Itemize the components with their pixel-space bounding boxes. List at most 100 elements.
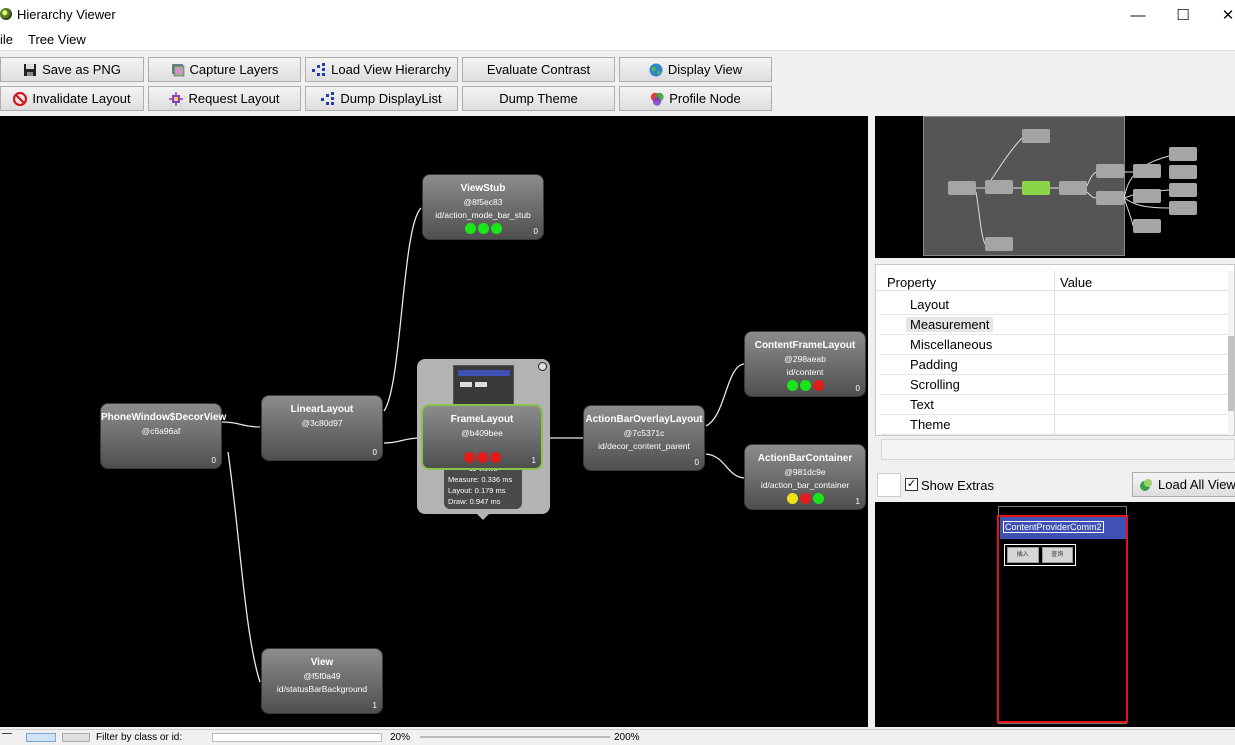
evaluate-contrast-button[interactable]: Evaluate Contrast [462, 57, 615, 82]
menu-tree-view[interactable]: Tree View [28, 32, 86, 47]
column-value[interactable]: Value [1060, 275, 1093, 290]
status-dot-measure [464, 223, 476, 234]
node-id: id/content [786, 367, 824, 377]
property-table[interactable]: Property Value Layout Measurement Miscel… [875, 264, 1235, 436]
maximize-button[interactable]: ☐ [1176, 7, 1190, 24]
node-title: ActionBarOverlayLayout [585, 414, 703, 425]
property-row-layout[interactable]: Layout [881, 295, 1231, 315]
layout-preview[interactable]: ContentProviderComm2 插入 查询 [875, 502, 1235, 727]
overview-node [985, 237, 1013, 251]
node-index: 0 [855, 384, 860, 393]
node-hash: @3c80d97 [301, 418, 343, 428]
load-all-views-button[interactable]: Load All View [1132, 472, 1235, 497]
property-label: Theme [910, 417, 951, 432]
node-id: id/action_bar_container [760, 480, 850, 490]
property-row-scrolling[interactable]: Scrolling [881, 375, 1231, 395]
close-icon[interactable] [538, 362, 547, 371]
node-status-dots [423, 223, 543, 234]
show-extras-label[interactable]: Show Extras [921, 478, 994, 493]
menu-bar: ile Tree View [0, 30, 1235, 50]
property-row-measurement[interactable]: Measurement [881, 315, 1231, 335]
node-hash: @981dc9e [784, 467, 826, 477]
layers-icon [171, 63, 184, 76]
display-view-button[interactable]: Display View [619, 57, 772, 82]
node-index: 0 [211, 456, 216, 465]
property-label: Miscellaneous [910, 337, 993, 352]
invalidate-layout-label: Invalidate Layout [32, 91, 131, 106]
preview-button-group: 插入 查询 [1004, 544, 1076, 566]
preview-action-bar: ContentProviderComm2 [1000, 517, 1126, 539]
invalidate-layout-button[interactable]: Invalidate Layout [0, 86, 144, 111]
node-title: LinearLayout [290, 404, 354, 415]
tree-node-viewstub[interactable]: ViewStub @8f5ec83 id/action_mode_bar_stu… [422, 174, 544, 240]
tree-node-contentframelayout[interactable]: ContentFrameLayout @298aeab id/content 0 [744, 331, 866, 397]
show-extras-checkbox[interactable]: ✓ [905, 478, 918, 491]
preview-query-button: 查询 [1041, 547, 1073, 563]
tree-connections [221, 207, 745, 683]
property-scrollbar[interactable] [1228, 271, 1234, 435]
tree-canvas[interactable]: PhoneWindow$DecorView @c6a96af 0 LinearL… [0, 116, 868, 727]
no-entry-icon [13, 91, 28, 106]
extras-row: ✓ Show Extras Load All View [875, 470, 1235, 500]
status-dot-draw [812, 493, 824, 504]
menu-file[interactable]: ile [0, 32, 14, 47]
node-id: id/statusBarBackground [276, 684, 368, 694]
zoom-max-label: 200% [614, 732, 640, 743]
status-bar: Filter by class or id: 20% 200% [0, 729, 1235, 743]
hierarchy-icon [312, 62, 326, 76]
dump-theme-label: Dump Theme [499, 91, 578, 106]
property-filter-input[interactable] [881, 439, 1235, 460]
tree-node-linearlayout[interactable]: LinearLayout @3c80d97 0 [261, 395, 383, 461]
status-dot-layout [799, 493, 811, 504]
node-title: FrameLayout [450, 414, 514, 425]
load-view-hierarchy-button[interactable]: Load View Hierarchy [305, 57, 458, 82]
property-row-theme[interactable]: Theme [881, 415, 1231, 435]
node-status-dots [745, 493, 865, 504]
window-title: Hierarchy Viewer [17, 7, 116, 22]
tree-node-view[interactable]: View @f5f0a49 id/statusBarBackground 1 [261, 648, 383, 714]
scrollbar-thumb[interactable] [1228, 336, 1234, 411]
property-row-miscellaneous[interactable]: Miscellaneous [881, 335, 1231, 355]
overview-node [1133, 219, 1161, 233]
dump-displaylist-button[interactable]: Dump DisplayList [305, 86, 458, 111]
status-dot-draw [489, 452, 501, 463]
request-layout-label: Request Layout [188, 91, 280, 106]
node-index: 1 [855, 497, 860, 506]
node-hash: @298aeab [784, 354, 826, 364]
dump-theme-button[interactable]: Dump Theme [462, 86, 615, 111]
tree-node-actionbaroverlaylayout[interactable]: ActionBarOverlayLayout @7c5371c id/decor… [583, 405, 705, 471]
load-all-views-icon [1140, 478, 1152, 491]
status-dot-layout [477, 223, 489, 234]
minimize-button[interactable]: — [1130, 6, 1146, 24]
profile-node-button[interactable]: Profile Node [619, 86, 772, 111]
tree-node-phonewindow-decorview[interactable]: PhoneWindow$DecorView @c6a96af 0 [100, 403, 226, 469]
node-index: 1 [372, 701, 377, 710]
request-layout-button[interactable]: Request Layout [148, 86, 301, 111]
column-property[interactable]: Property [887, 275, 937, 290]
tree-node-actionbarcontainer[interactable]: ActionBarContainer @981dc9e id/action_ba… [744, 444, 866, 510]
save-as-png-button[interactable]: Save as PNG [0, 57, 144, 82]
node-index: 0 [372, 448, 377, 457]
tree-node-framelayout[interactable]: FrameLayout @b409bee 1 [421, 404, 543, 470]
capture-layers-button[interactable]: Capture Layers [148, 57, 301, 82]
property-label: Measurement [906, 317, 994, 332]
property-row-padding[interactable]: Padding [881, 355, 1231, 375]
menu-icon[interactable] [2, 733, 12, 742]
profile-measure: Measure: 0.336 ms [448, 475, 513, 484]
color-swatch[interactable] [877, 473, 901, 497]
property-row-text[interactable]: Text [881, 395, 1231, 415]
node-title: ContentFrameLayout [754, 340, 856, 351]
display-view-label: Display View [667, 62, 743, 77]
overview-node [1169, 201, 1197, 215]
node-index: 0 [694, 458, 699, 467]
preview-action-bar [458, 370, 510, 376]
tree-overview[interactable] [875, 116, 1235, 258]
selected-view-highlight [997, 515, 1128, 723]
close-button[interactable]: ✕ [1221, 7, 1235, 24]
node-title: View [310, 657, 334, 668]
overview-node [1133, 189, 1161, 203]
overview-node [948, 181, 976, 195]
node-id: id/decor_content_parent [598, 441, 690, 451]
node-index: 0 [533, 227, 538, 236]
zoom-slider[interactable] [420, 736, 610, 745]
